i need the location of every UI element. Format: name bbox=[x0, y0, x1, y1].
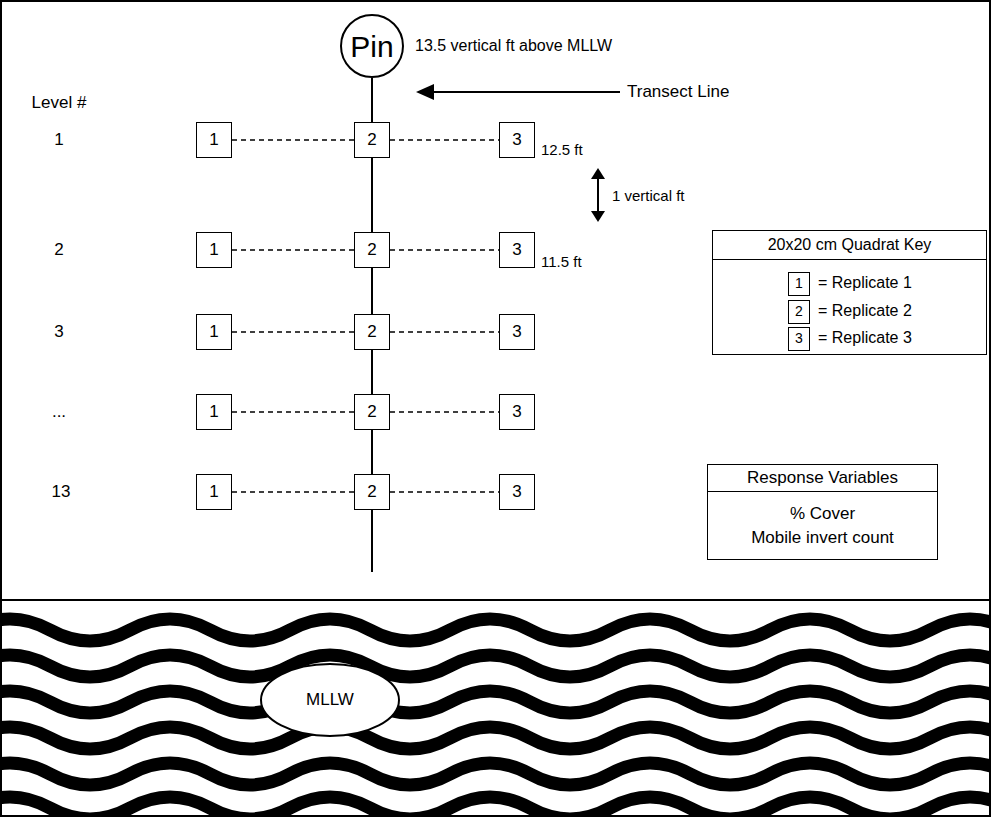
shore-line bbox=[0, 599, 991, 601]
pin-circle: Pin bbox=[340, 14, 404, 78]
dashed-connector bbox=[390, 411, 499, 413]
replicate-number: 3 bbox=[512, 323, 521, 342]
dashed-connector bbox=[232, 249, 354, 251]
dashed-connector bbox=[390, 331, 499, 333]
key-quadrat-box: 2 bbox=[788, 300, 810, 324]
quadrat-box: 3 bbox=[499, 314, 535, 350]
replicate-number: 3 bbox=[512, 131, 521, 150]
elevation-label: 12.5 ft bbox=[541, 141, 583, 158]
dashed-connector bbox=[390, 249, 499, 251]
quadrat-box: 3 bbox=[499, 122, 535, 158]
replicate-number: 2 bbox=[367, 403, 376, 422]
quadrat-box: 1 bbox=[196, 474, 232, 510]
key-entry: = Replicate 1 bbox=[818, 274, 912, 292]
interval-arrow bbox=[597, 176, 599, 214]
quadrat-box: 1 bbox=[196, 314, 232, 350]
key-entry: = Replicate 3 bbox=[818, 329, 912, 347]
leader-arrowhead bbox=[416, 84, 434, 100]
quadrat-box: 1 bbox=[196, 232, 232, 268]
key-quadrat-box: 1 bbox=[788, 272, 810, 296]
quadrat-box: 2 bbox=[354, 314, 390, 350]
wave bbox=[0, 797, 991, 817]
level-number: 2 bbox=[54, 240, 63, 260]
mllw-ellipse: MLLW bbox=[260, 663, 400, 737]
quadrat-box: 3 bbox=[499, 232, 535, 268]
interval-arrowhead bbox=[591, 168, 605, 179]
wave bbox=[0, 763, 991, 785]
leader-line bbox=[430, 91, 620, 93]
level-number: 1 bbox=[54, 130, 63, 150]
replicate-number: 1 bbox=[209, 131, 218, 150]
ellipse-shape bbox=[261, 664, 399, 736]
replicate-number: 2 bbox=[795, 304, 803, 319]
response-heading: Response Variables bbox=[708, 465, 937, 492]
key-quadrat-box: 3 bbox=[788, 327, 810, 351]
replicate-number: 2 bbox=[367, 323, 376, 342]
quadrat-box: 3 bbox=[499, 394, 535, 430]
replicate-number: 3 bbox=[512, 483, 521, 502]
replicate-number: 3 bbox=[512, 403, 521, 422]
quadrat-box: 3 bbox=[499, 474, 535, 510]
pin-label: Pin bbox=[350, 30, 393, 63]
transect-line bbox=[371, 268, 373, 314]
dashed-connector bbox=[390, 139, 499, 141]
elevation-label: 11.5 ft bbox=[541, 253, 582, 270]
replicate-number: 3 bbox=[512, 241, 521, 260]
mllw-label: MLLW bbox=[306, 691, 354, 710]
replicate-number: 3 bbox=[795, 331, 803, 346]
replicate-number: 2 bbox=[367, 131, 376, 150]
replicate-number: 1 bbox=[209, 483, 218, 502]
interval-label: 1 vertical ft bbox=[612, 187, 685, 204]
quadrat-box: 2 bbox=[354, 394, 390, 430]
circle-shape bbox=[341, 15, 403, 77]
transect-line bbox=[371, 350, 373, 394]
response-variable: % Cover bbox=[708, 504, 937, 524]
level-number: ... bbox=[52, 402, 66, 422]
key-entry: = Replicate 2 bbox=[818, 302, 912, 320]
wave bbox=[0, 727, 991, 749]
wave bbox=[0, 655, 991, 677]
wave bbox=[0, 691, 991, 713]
quadrat-box: 2 bbox=[354, 474, 390, 510]
interval-arrowhead bbox=[591, 211, 605, 222]
level-number: 3 bbox=[54, 322, 63, 342]
quadrat-box: 2 bbox=[354, 232, 390, 268]
waves bbox=[0, 619, 991, 817]
transect-line bbox=[371, 158, 373, 232]
replicate-number: 1 bbox=[795, 276, 803, 291]
dashed-connector bbox=[232, 331, 354, 333]
dashed-connector bbox=[232, 411, 354, 413]
quadrat-box: 1 bbox=[196, 394, 232, 430]
response-variables-box: Response Variables % CoverMobile invert c… bbox=[707, 464, 938, 560]
replicate-number: 1 bbox=[209, 323, 218, 342]
replicate-number: 2 bbox=[367, 241, 376, 260]
replicate-number: 1 bbox=[209, 403, 218, 422]
key-heading: 20x20 cm Quadrat Key bbox=[713, 231, 986, 260]
quadrat-box: 1 bbox=[196, 122, 232, 158]
level-number: 13 bbox=[52, 482, 71, 502]
elevation-note: 13.5 vertical ft above MLLW bbox=[415, 37, 612, 55]
transect-callout: Transect Line bbox=[627, 82, 729, 102]
dashed-connector bbox=[390, 491, 499, 493]
transect-line bbox=[371, 78, 373, 122]
level-heading: Level # bbox=[32, 93, 87, 113]
wave bbox=[0, 619, 991, 641]
dashed-connector bbox=[232, 139, 354, 141]
response-variable: Mobile invert count bbox=[708, 528, 937, 548]
transect-line bbox=[371, 430, 373, 474]
replicate-number: 2 bbox=[367, 483, 376, 502]
dashed-connector bbox=[232, 491, 354, 493]
replicate-number: 1 bbox=[209, 241, 218, 260]
quadrat-box: 2 bbox=[354, 122, 390, 158]
transect-line-end bbox=[371, 510, 373, 572]
